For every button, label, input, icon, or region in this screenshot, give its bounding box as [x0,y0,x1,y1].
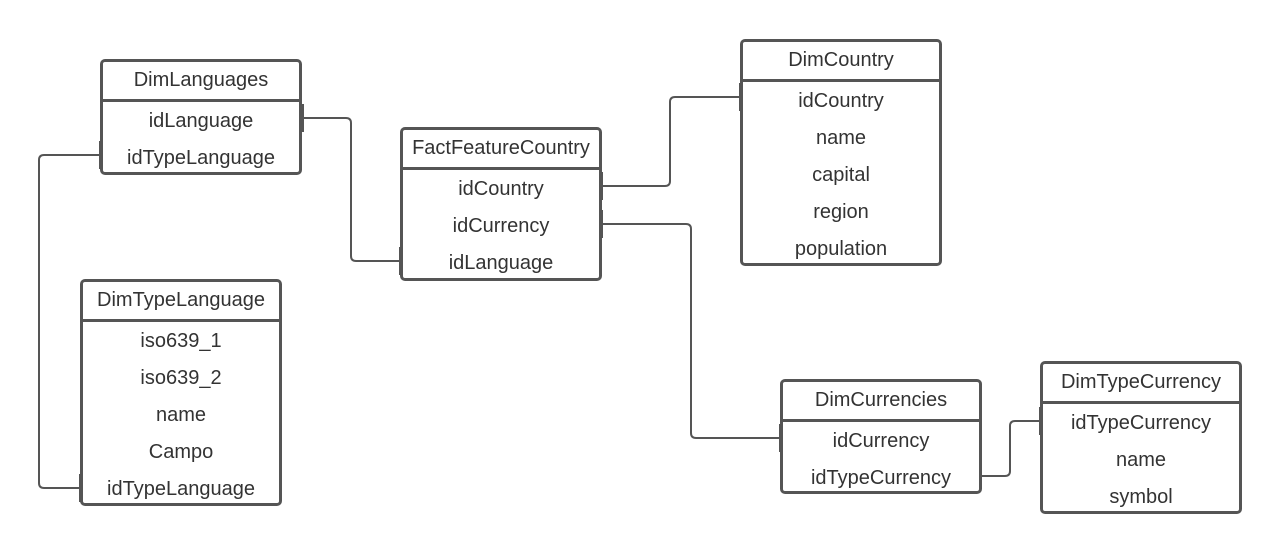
field-idtypelanguage: idTypeLanguage [107,478,255,500]
field-idcountry: idCountry [458,178,544,200]
field-idtypecurrency: idTypeCurrency [1070,412,1212,434]
field-idlanguage: idLanguage [148,110,254,132]
field-list: idTypeCurrency name symbol [1043,404,1239,511]
entity-dim-type-currency[interactable]: DimTypeCurrency idTypeCurrency name symb… [1040,361,1242,514]
field-idcountry: idCountry [798,90,884,112]
field-list: idLanguage idTypeLanguage [103,102,299,172]
entity-dim-languages[interactable]: DimLanguages idLanguage idTypeLanguage [100,59,302,175]
connector-languages-fact [303,117,400,262]
field-name: name [1115,449,1167,471]
connector-languages-typelanguage [38,154,100,489]
field-population: population [794,238,888,260]
field-list: idCountry idCurrency idLanguage [403,170,599,278]
field-campo: Campo [148,441,214,463]
field-idcurrency: idCurrency [452,215,550,237]
entity-dim-country[interactable]: DimCountry idCountry name capital region… [740,39,942,266]
entity-title: DimTypeLanguage [83,282,279,322]
entity-title: DimCurrencies [783,382,979,422]
field-name: name [155,404,207,426]
field-list: idCountry name capital region population [743,82,939,263]
entity-dim-currencies[interactable]: DimCurrencies idCurrency idTypeCurrency [780,379,982,494]
field-symbol: symbol [1109,486,1173,508]
field-region: region [813,201,869,223]
field-iso639-2: iso639_2 [140,367,222,389]
entity-title: FactFeatureCountry [403,130,599,170]
entity-dim-type-language[interactable]: DimTypeLanguage iso639_1 iso639_2 name C… [80,279,282,506]
field-capital: capital [812,164,870,186]
entity-title: DimLanguages [103,62,299,102]
entity-title: DimCountry [743,42,939,82]
entity-title: DimTypeCurrency [1043,364,1239,404]
field-name: name [815,127,867,149]
connector-fact-currencies [602,223,780,439]
entity-fact-feature-country[interactable]: FactFeatureCountry idCountry idCurrency … [400,127,602,281]
field-list: iso639_1 iso639_2 name Campo idTypeLangu… [83,322,279,503]
field-idlanguage: idLanguage [448,252,554,274]
field-idtypecurrency: idTypeCurrency [810,467,952,489]
field-iso639-1: iso639_1 [140,330,222,352]
field-idtypelanguage: idTypeLanguage [127,147,275,169]
field-list: idCurrency idTypeCurrency [783,422,979,491]
connector-fact-country [602,96,740,187]
field-idcurrency: idCurrency [832,430,930,452]
connector-currencies-typecurrency [982,420,1040,477]
